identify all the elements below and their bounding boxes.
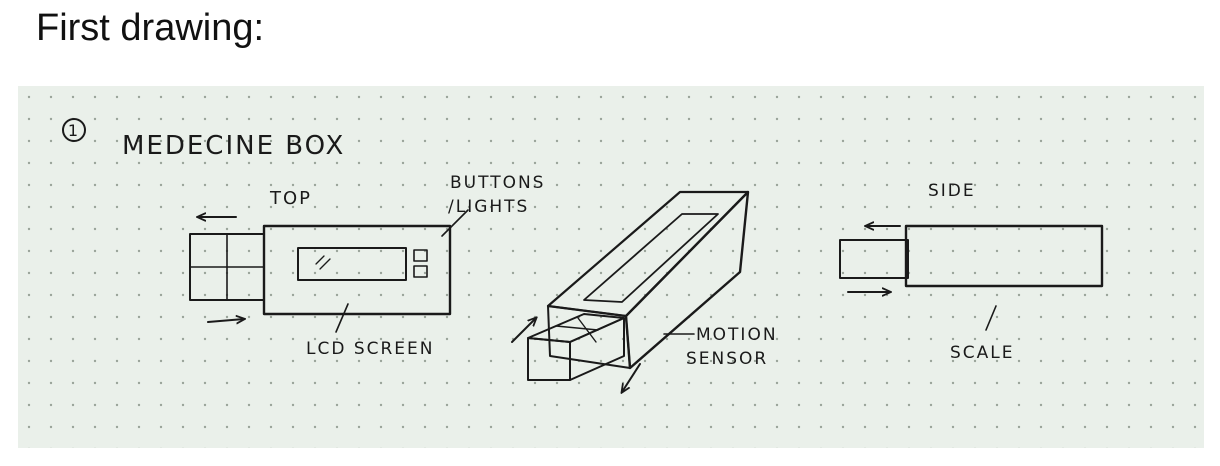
label-side: SIDE [928,181,976,201]
label-scale: SCALE [950,343,1015,363]
heading-number: 1 [68,121,80,140]
sketch-photo: 1 MEDECINE BOX TOP BUTTONS /LIGHTS [18,86,1204,448]
label-sensor: SENSOR [686,349,768,369]
label-lights: /LIGHTS [448,197,529,217]
label-lcd: LCD SCREEN [306,339,435,359]
label-buttons: BUTTONS [450,173,545,193]
label-top: TOP [269,188,312,209]
sketch-heading: MEDECINE BOX [122,131,345,161]
sketch-canvas: 1 MEDECINE BOX TOP BUTTONS /LIGHTS [18,86,1204,448]
label-motion: MOTION [696,325,778,345]
page-title: First drawing: [36,6,264,52]
